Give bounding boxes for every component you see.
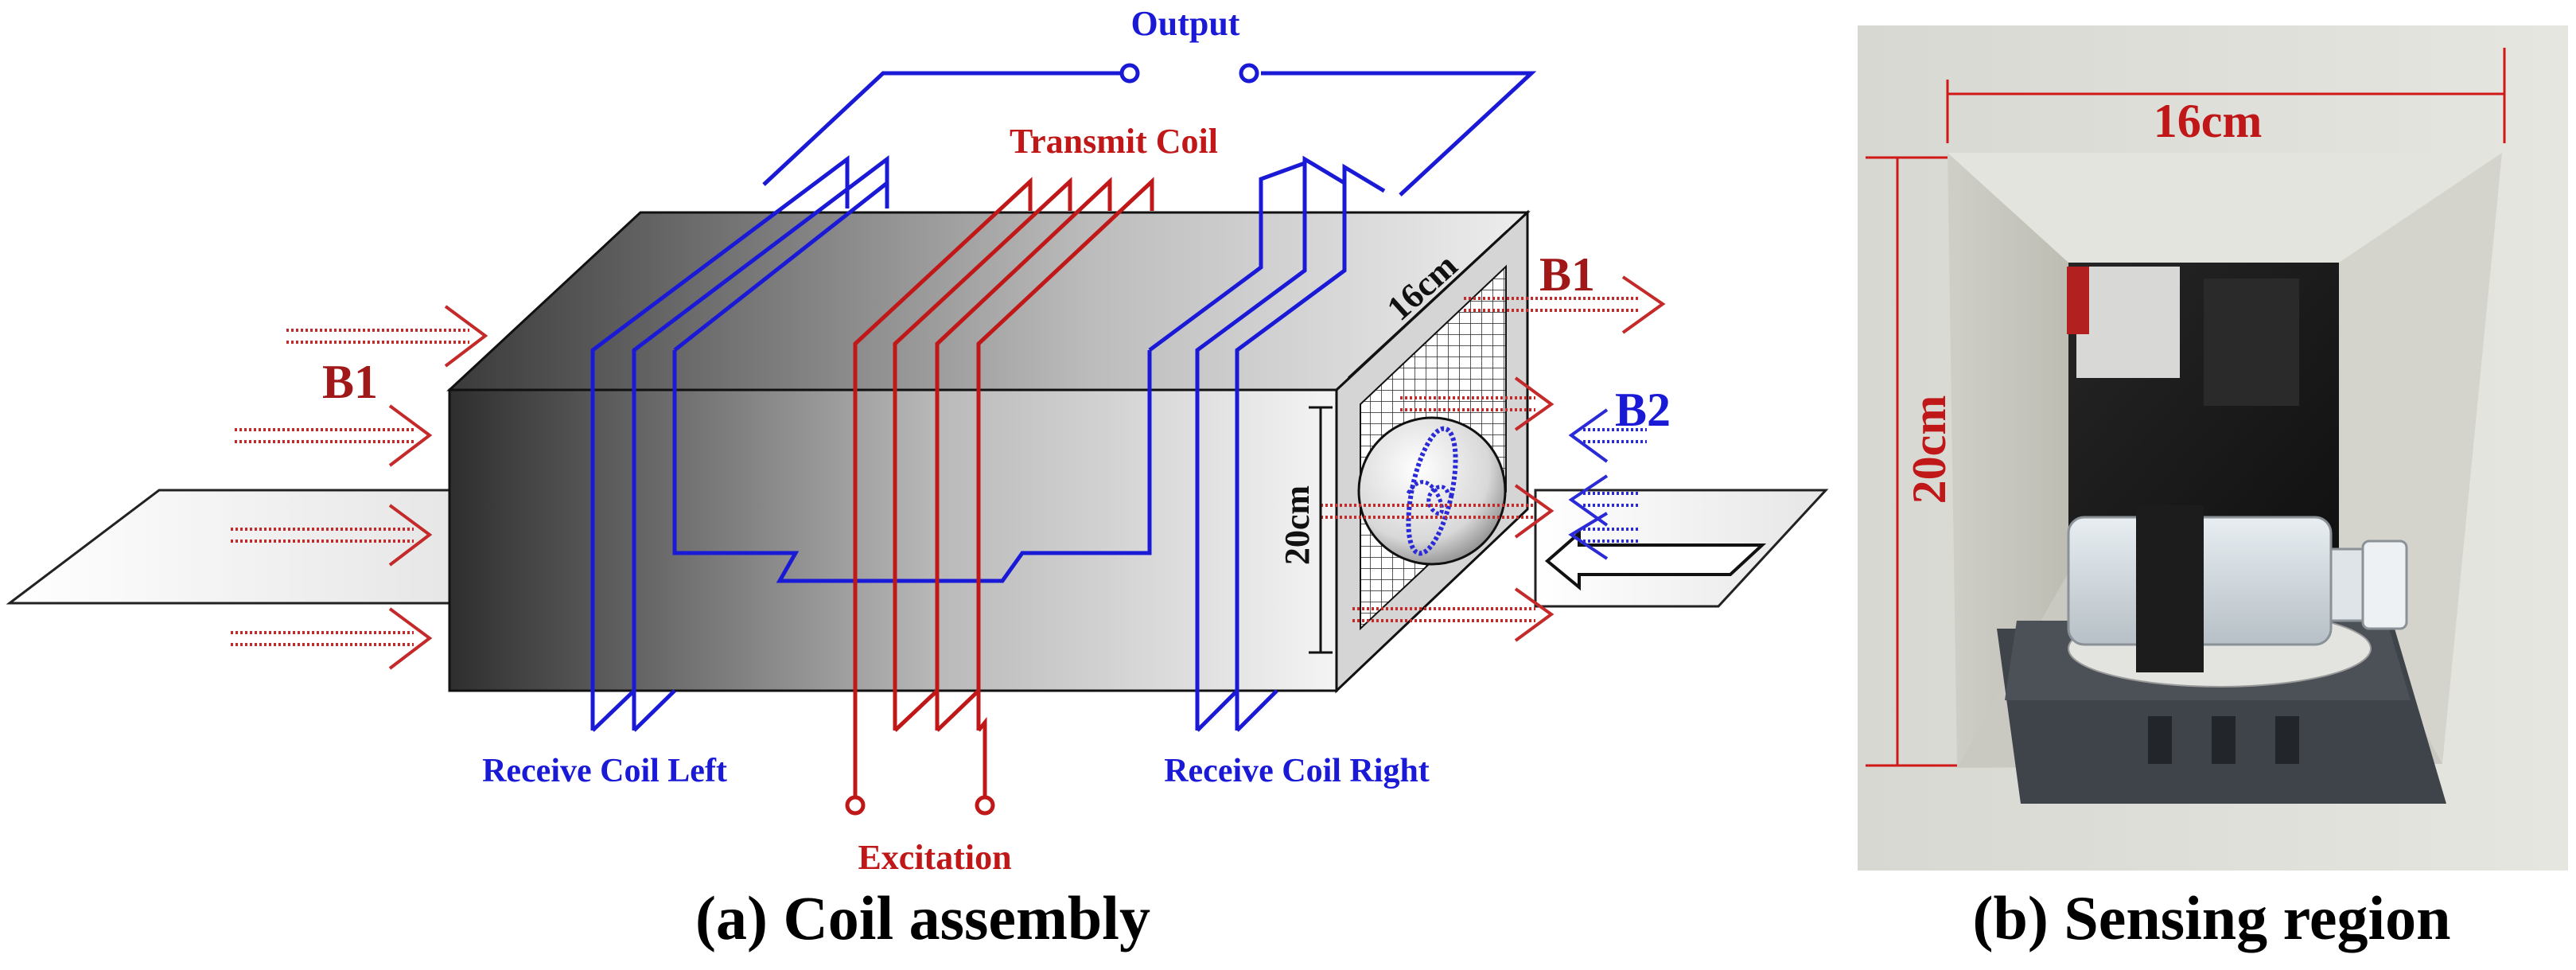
dimension-20cm-panel-b: 20cm — [1866, 156, 1957, 767]
sample-bottle — [2067, 505, 2408, 672]
field-arrow — [1321, 484, 1555, 539]
label-transmit-coil: Transmit Coil — [1010, 122, 1218, 161]
caption-panel-b: (b) Sensing region — [1973, 883, 2451, 952]
dimension-16cm-panel-b: 16cm — [1946, 48, 2506, 147]
output-leads — [762, 63, 1537, 197]
holder-slot — [2275, 716, 2299, 764]
dim-label-16cm-b: 16cm — [2154, 95, 2263, 147]
field-arrow — [1400, 376, 1555, 431]
excitation-terminal-left — [845, 795, 866, 816]
b1-field-arrows-right — [1321, 275, 1666, 642]
receive-coil-left — [590, 154, 1138, 732]
insert-direction-arrow — [1544, 529, 1767, 591]
label-output: Output — [1131, 4, 1240, 43]
holder-slot — [2148, 716, 2172, 764]
field-arrow — [286, 305, 488, 368]
dim-label-20cm-b: 20cm — [1903, 395, 1955, 504]
output-terminal-left — [1119, 63, 1140, 84]
label-receive-coil-left: Receive Coil Left — [482, 753, 727, 789]
background-object-red — [2067, 267, 2089, 334]
label-b1-left: B1 — [322, 356, 378, 408]
field-arrow — [1464, 275, 1666, 334]
panel-b-sensing-region: 16cm 20cm (b) Sensing region — [1858, 25, 2568, 952]
field-arrow — [235, 404, 433, 467]
b2-field-arrows — [1568, 408, 1647, 560]
caption-panel-a: (a) Coil assembly — [695, 883, 1150, 952]
sample-sphere — [1357, 416, 1507, 566]
field-arrow — [1568, 408, 1647, 463]
dimension-20cm-panel-a: 20cm — [1278, 406, 1333, 654]
excitation-terminal-right — [975, 795, 995, 816]
panel-a-coil-assembly: 16cm 20cm Output Transmit Coil Receive C… — [6, 4, 1829, 952]
label-b2: B2 — [1615, 384, 1671, 436]
holder-slot — [2212, 716, 2236, 764]
label-receive-coil-right: Receive Coil Right — [1164, 753, 1430, 789]
tunnel-top-wall — [1948, 153, 2502, 263]
field-arrow — [1352, 587, 1555, 642]
field-arrow — [231, 607, 433, 670]
background-object — [2076, 267, 2180, 378]
transmit-coil — [845, 177, 1154, 816]
label-excitation: Excitation — [858, 838, 1011, 877]
field-arrow — [1568, 512, 1639, 560]
field-arrow — [1568, 474, 1639, 527]
b1-field-arrows-left — [231, 305, 488, 670]
background-object-dark — [2204, 279, 2299, 406]
output-terminal-right — [1239, 63, 1259, 84]
receive-coil-right — [1138, 155, 1386, 732]
label-b1-right: B1 — [1539, 248, 1595, 301]
tunnel-left-wall — [1948, 153, 2068, 768]
dim-label-20cm-a: 20cm — [1278, 485, 1317, 565]
field-arrow — [231, 504, 433, 567]
